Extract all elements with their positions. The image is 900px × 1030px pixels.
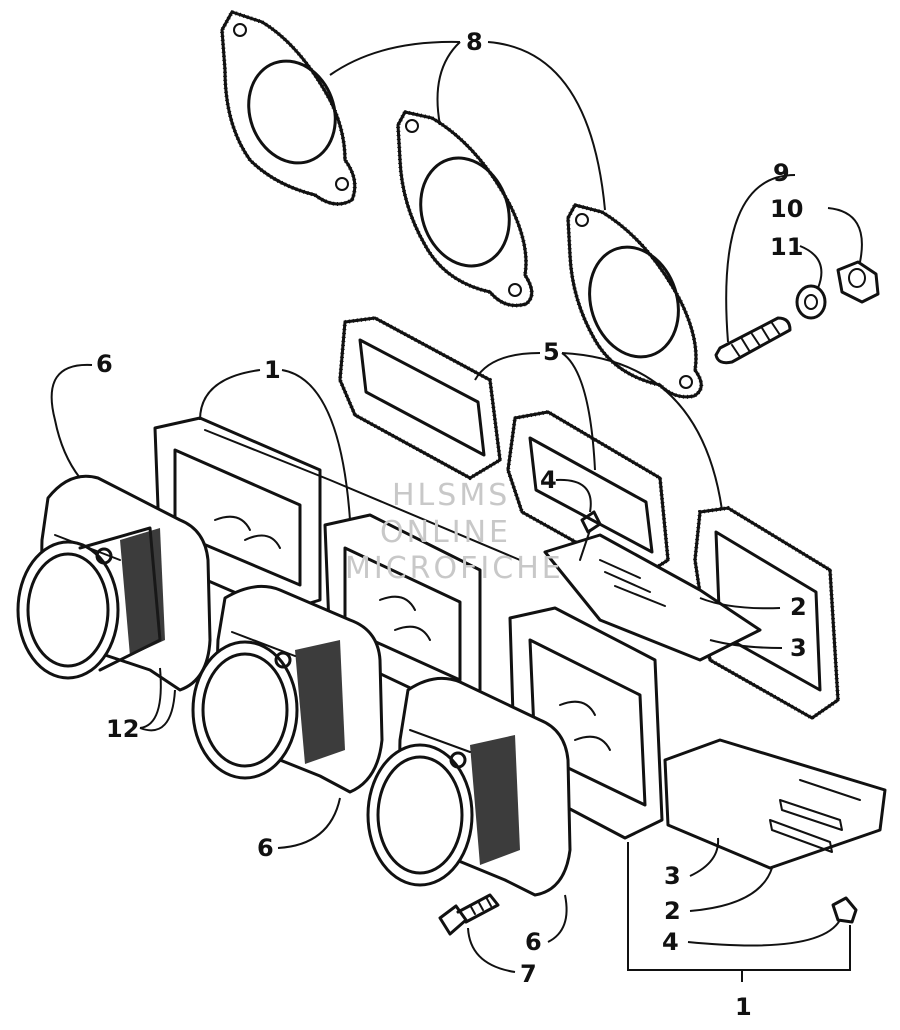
callout-2-upper: 2 — [790, 593, 807, 621]
callout-3-upper: 3 — [790, 634, 807, 662]
reed-screw-upper — [579, 510, 602, 561]
callout-6-bottom: 6 — [525, 928, 542, 956]
callout-3-lower: 3 — [664, 862, 681, 890]
callout-11: 11 — [770, 233, 803, 261]
callout-10: 10 — [770, 195, 803, 223]
carb-boot-left — [16, 474, 212, 692]
callout-6-left: 6 — [96, 350, 113, 378]
stud-bolt — [714, 316, 792, 365]
intake-gasket-rear — [337, 315, 503, 481]
callout-5: 5 — [543, 338, 560, 366]
lock-washer — [795, 284, 827, 320]
exhaust-gasket-1 — [219, 9, 357, 206]
watermark-line-2: ONLINE — [380, 515, 511, 550]
callout-labels: 8 9 10 11 5 1 6 4 2 3 12 6 6 7 3 2 4 1 — [96, 28, 807, 1021]
mounting-bolt — [438, 893, 500, 936]
reed-petal-lower — [663, 738, 887, 870]
exhaust-gasket-2 — [395, 109, 534, 308]
callout-12: 12 — [106, 715, 139, 743]
carb-boot-right — [366, 676, 572, 897]
callout-2-lower: 2 — [664, 897, 681, 925]
watermark-line-3: MICROFICHE — [345, 551, 564, 586]
callout-7: 7 — [520, 960, 537, 988]
callout-1-bottom: 1 — [735, 993, 752, 1021]
watermark-line-1: HLSMS — [392, 478, 510, 513]
leader-lines — [50, 40, 863, 982]
callout-6-middle: 6 — [257, 834, 274, 862]
hex-nut — [836, 260, 880, 304]
intake-gasket-front — [692, 505, 841, 721]
callout-4-lower: 4 — [662, 928, 679, 956]
callout-1-top: 1 — [264, 356, 281, 384]
callout-4-upper: 4 — [540, 466, 557, 494]
carb-boot-middle — [191, 584, 384, 794]
exhaust-gasket-3 — [565, 202, 704, 399]
callout-8: 8 — [466, 28, 483, 56]
callout-9: 9 — [773, 159, 790, 187]
microfiche-watermark: HLSMS ONLINE MICROFICHE — [345, 478, 564, 586]
reed-screw-lower — [831, 896, 858, 924]
reed-petal-upper — [543, 533, 762, 662]
